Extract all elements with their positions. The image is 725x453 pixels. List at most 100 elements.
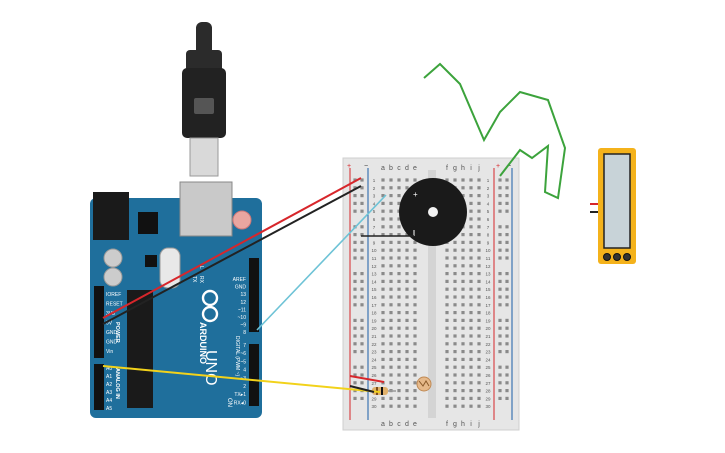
breadboard-hole <box>445 318 449 322</box>
breadboard-hole <box>389 350 393 354</box>
breadboard-hole <box>413 350 417 354</box>
rail-hole <box>353 240 357 244</box>
row-number: 23 <box>371 350 377 355</box>
breadboard-hole <box>413 318 417 322</box>
rail-hole <box>498 287 502 291</box>
breadboard-hole <box>453 248 457 252</box>
row-number: 20 <box>485 326 491 331</box>
breadboard-hole <box>413 396 417 400</box>
rail-hole <box>353 209 357 213</box>
digital-pin-label: 4 <box>243 368 246 374</box>
breadboard-hole <box>445 178 449 182</box>
breadboard-hole <box>405 240 409 244</box>
rail-hole <box>505 279 509 283</box>
breadboard-hole <box>397 326 401 330</box>
digital-pin-label: GND <box>235 285 247 291</box>
breadboard-hole <box>381 334 385 338</box>
breadboard-hole <box>469 194 473 198</box>
analog-pin-label: A0 <box>106 366 112 372</box>
rail-hole <box>353 318 357 322</box>
breadboard-hole <box>469 225 473 229</box>
rail-hole <box>498 396 502 400</box>
l-label: L <box>198 266 204 269</box>
breadboard-hole <box>453 311 457 315</box>
row-number: 24 <box>371 357 377 362</box>
breadboard-hole <box>413 326 417 330</box>
breadboard-hole <box>405 350 409 354</box>
breadboard-hole <box>469 318 473 322</box>
breadboard-hole <box>477 311 481 315</box>
row-number: 2 <box>487 186 490 191</box>
breadboard-hole <box>477 256 481 260</box>
row-number: 10 <box>371 248 377 253</box>
breadboard-hole <box>413 178 417 182</box>
rail-hole <box>498 194 502 198</box>
column-letter: j <box>477 165 480 172</box>
breadboard-hole <box>397 342 401 346</box>
rail-hole <box>505 365 509 369</box>
breadboard-hole <box>453 404 457 408</box>
row-number: 17 <box>371 303 377 308</box>
breadboard-hole <box>381 350 385 354</box>
rail-hole <box>360 287 364 291</box>
row-number: 22 <box>485 342 491 347</box>
breadboard-hole <box>397 194 401 198</box>
red-wire-5v <box>102 177 362 319</box>
breadboard-hole <box>397 217 401 221</box>
breadboard-hole <box>469 201 473 205</box>
breadboard-hole <box>469 178 473 182</box>
row-number: 13 <box>371 272 377 277</box>
breadboard-hole <box>477 334 481 338</box>
rail-hole <box>498 279 502 283</box>
breadboard-hole <box>397 365 401 369</box>
arduino-board[interactable]: ARDUINO UNO ON TX RX L POWER ANALOG IN D… <box>90 181 262 418</box>
photoresistor[interactable] <box>416 376 432 392</box>
multimeter[interactable] <box>598 148 636 264</box>
digital-pin-label: 8 <box>243 330 246 336</box>
piezo-buzzer[interactable]: + <box>399 178 467 246</box>
breadboard-hole <box>405 396 409 400</box>
breadboard-hole <box>453 178 457 182</box>
row-number: 5 <box>487 209 490 214</box>
breadboard-hole <box>381 287 385 291</box>
rail-hole <box>360 303 364 307</box>
breadboard-hole <box>389 256 393 260</box>
breadboard-hole <box>461 389 465 393</box>
breadboard-hole <box>469 303 473 307</box>
breadboard-hole <box>453 279 457 283</box>
breadboard-hole <box>381 396 385 400</box>
breadboard-hole <box>397 381 401 385</box>
breadboard-hole <box>389 318 393 322</box>
breadboard-hole <box>469 209 473 213</box>
row-number: 18 <box>485 311 491 316</box>
breadboard-hole <box>461 396 465 400</box>
breadboard-hole <box>461 248 465 252</box>
breadboard-hole <box>477 209 481 213</box>
breadboard-hole <box>461 404 465 408</box>
column-letter: i <box>470 165 472 172</box>
breadboard-hole <box>413 295 417 299</box>
breadboard-hole <box>397 396 401 400</box>
breadboard-hole <box>477 350 481 354</box>
row-number: 1 <box>373 178 376 183</box>
column-letter: g <box>453 421 457 428</box>
breadboard-hole <box>469 365 473 369</box>
rail-hole <box>498 272 502 276</box>
row-number: 24 <box>485 357 491 362</box>
breadboard-hole <box>405 264 409 268</box>
breadboard-hole <box>381 256 385 260</box>
breadboard-hole <box>397 186 401 190</box>
breadboard-hole <box>381 365 385 369</box>
breadboard-hole <box>405 334 409 338</box>
row-number: 14 <box>371 279 377 284</box>
rail-hole <box>353 178 357 182</box>
breadboard-hole <box>445 248 449 252</box>
column-letter: a <box>381 165 385 172</box>
breadboard-hole <box>381 248 385 252</box>
breadboard-hole <box>381 342 385 346</box>
breadboard-hole <box>477 233 481 237</box>
rail-hole <box>360 233 364 237</box>
